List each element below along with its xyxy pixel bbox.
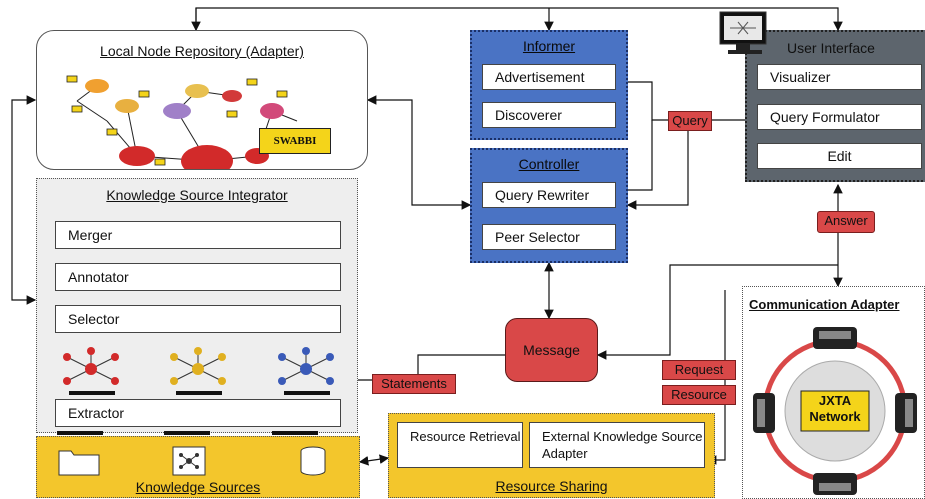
controller-title: Controller <box>518 156 580 172</box>
informer-title: Informer <box>522 38 576 54</box>
communication-adapter-panel: Communication Adapter JXTA Network <box>742 286 925 499</box>
edit-box: Edit <box>757 143 922 169</box>
ontology-graph-icon <box>66 75 298 169</box>
annotator-box: Annotator <box>55 263 341 291</box>
knowledge-sources-panel: Knowledge Sources <box>36 431 360 498</box>
selector-box: Selector <box>55 305 341 333</box>
jxta-network-icon <box>753 327 917 495</box>
query-label: Query <box>668 111 712 131</box>
integrator-title: Knowledge Source Integrator <box>106 187 288 203</box>
answer-label: Answer <box>817 211 875 233</box>
query-rewriter-box: Query Rewriter <box>482 182 616 208</box>
resource-retrieval-box: Resource Retrieval <box>397 422 523 468</box>
knowledge-sources-title: Knowledge Sources <box>135 479 261 495</box>
message-node: Message <box>505 318 598 382</box>
visualizer-box: Visualizer <box>757 64 922 90</box>
extractor-box: Extractor <box>55 399 341 427</box>
user-interface-title: User Interface <box>787 40 875 56</box>
discoverer-box: Discoverer <box>482 102 616 128</box>
knowledge-source-integrator-panel: Knowledge Source Integrator Merger Annot… <box>36 178 358 433</box>
jxta-network-label: JXTA Network <box>809 393 861 424</box>
controller-panel: Controller Query Rewriter Peer Selector <box>470 148 628 263</box>
informer-panel: Informer Advertisement Discoverer <box>470 30 628 140</box>
swabbi-tag: SWABBI <box>259 128 331 154</box>
request-label: Request <box>662 360 736 380</box>
query-formulator-box: Query Formulator <box>757 104 922 130</box>
repository-title: Local Node Repository (Adapter) <box>100 43 304 59</box>
resource-label: Resource <box>662 385 736 405</box>
communication-adapter-title: Communication Adapter <box>749 297 900 312</box>
merger-box: Merger <box>55 221 341 249</box>
peer-selector-box: Peer Selector <box>482 224 616 250</box>
extracted-ontologies-icon <box>63 347 334 395</box>
external-knowledge-source-adapter-box: External Knowledge Source Adapter <box>529 422 705 468</box>
source-type-icons <box>58 446 326 476</box>
monitor-icon <box>719 11 767 54</box>
user-interface-panel: User Interface Visualizer Query Formulat… <box>745 30 925 182</box>
resource-sharing-panel: Resource Retrieval External Knowledge So… <box>388 413 715 498</box>
advertisement-box: Advertisement <box>482 64 616 90</box>
local-node-repository: Local Node Repository (Adapter) SWABBI <box>36 30 368 170</box>
statements-label: Statements <box>372 374 456 394</box>
resource-sharing-title: Resource Sharing <box>495 478 608 494</box>
